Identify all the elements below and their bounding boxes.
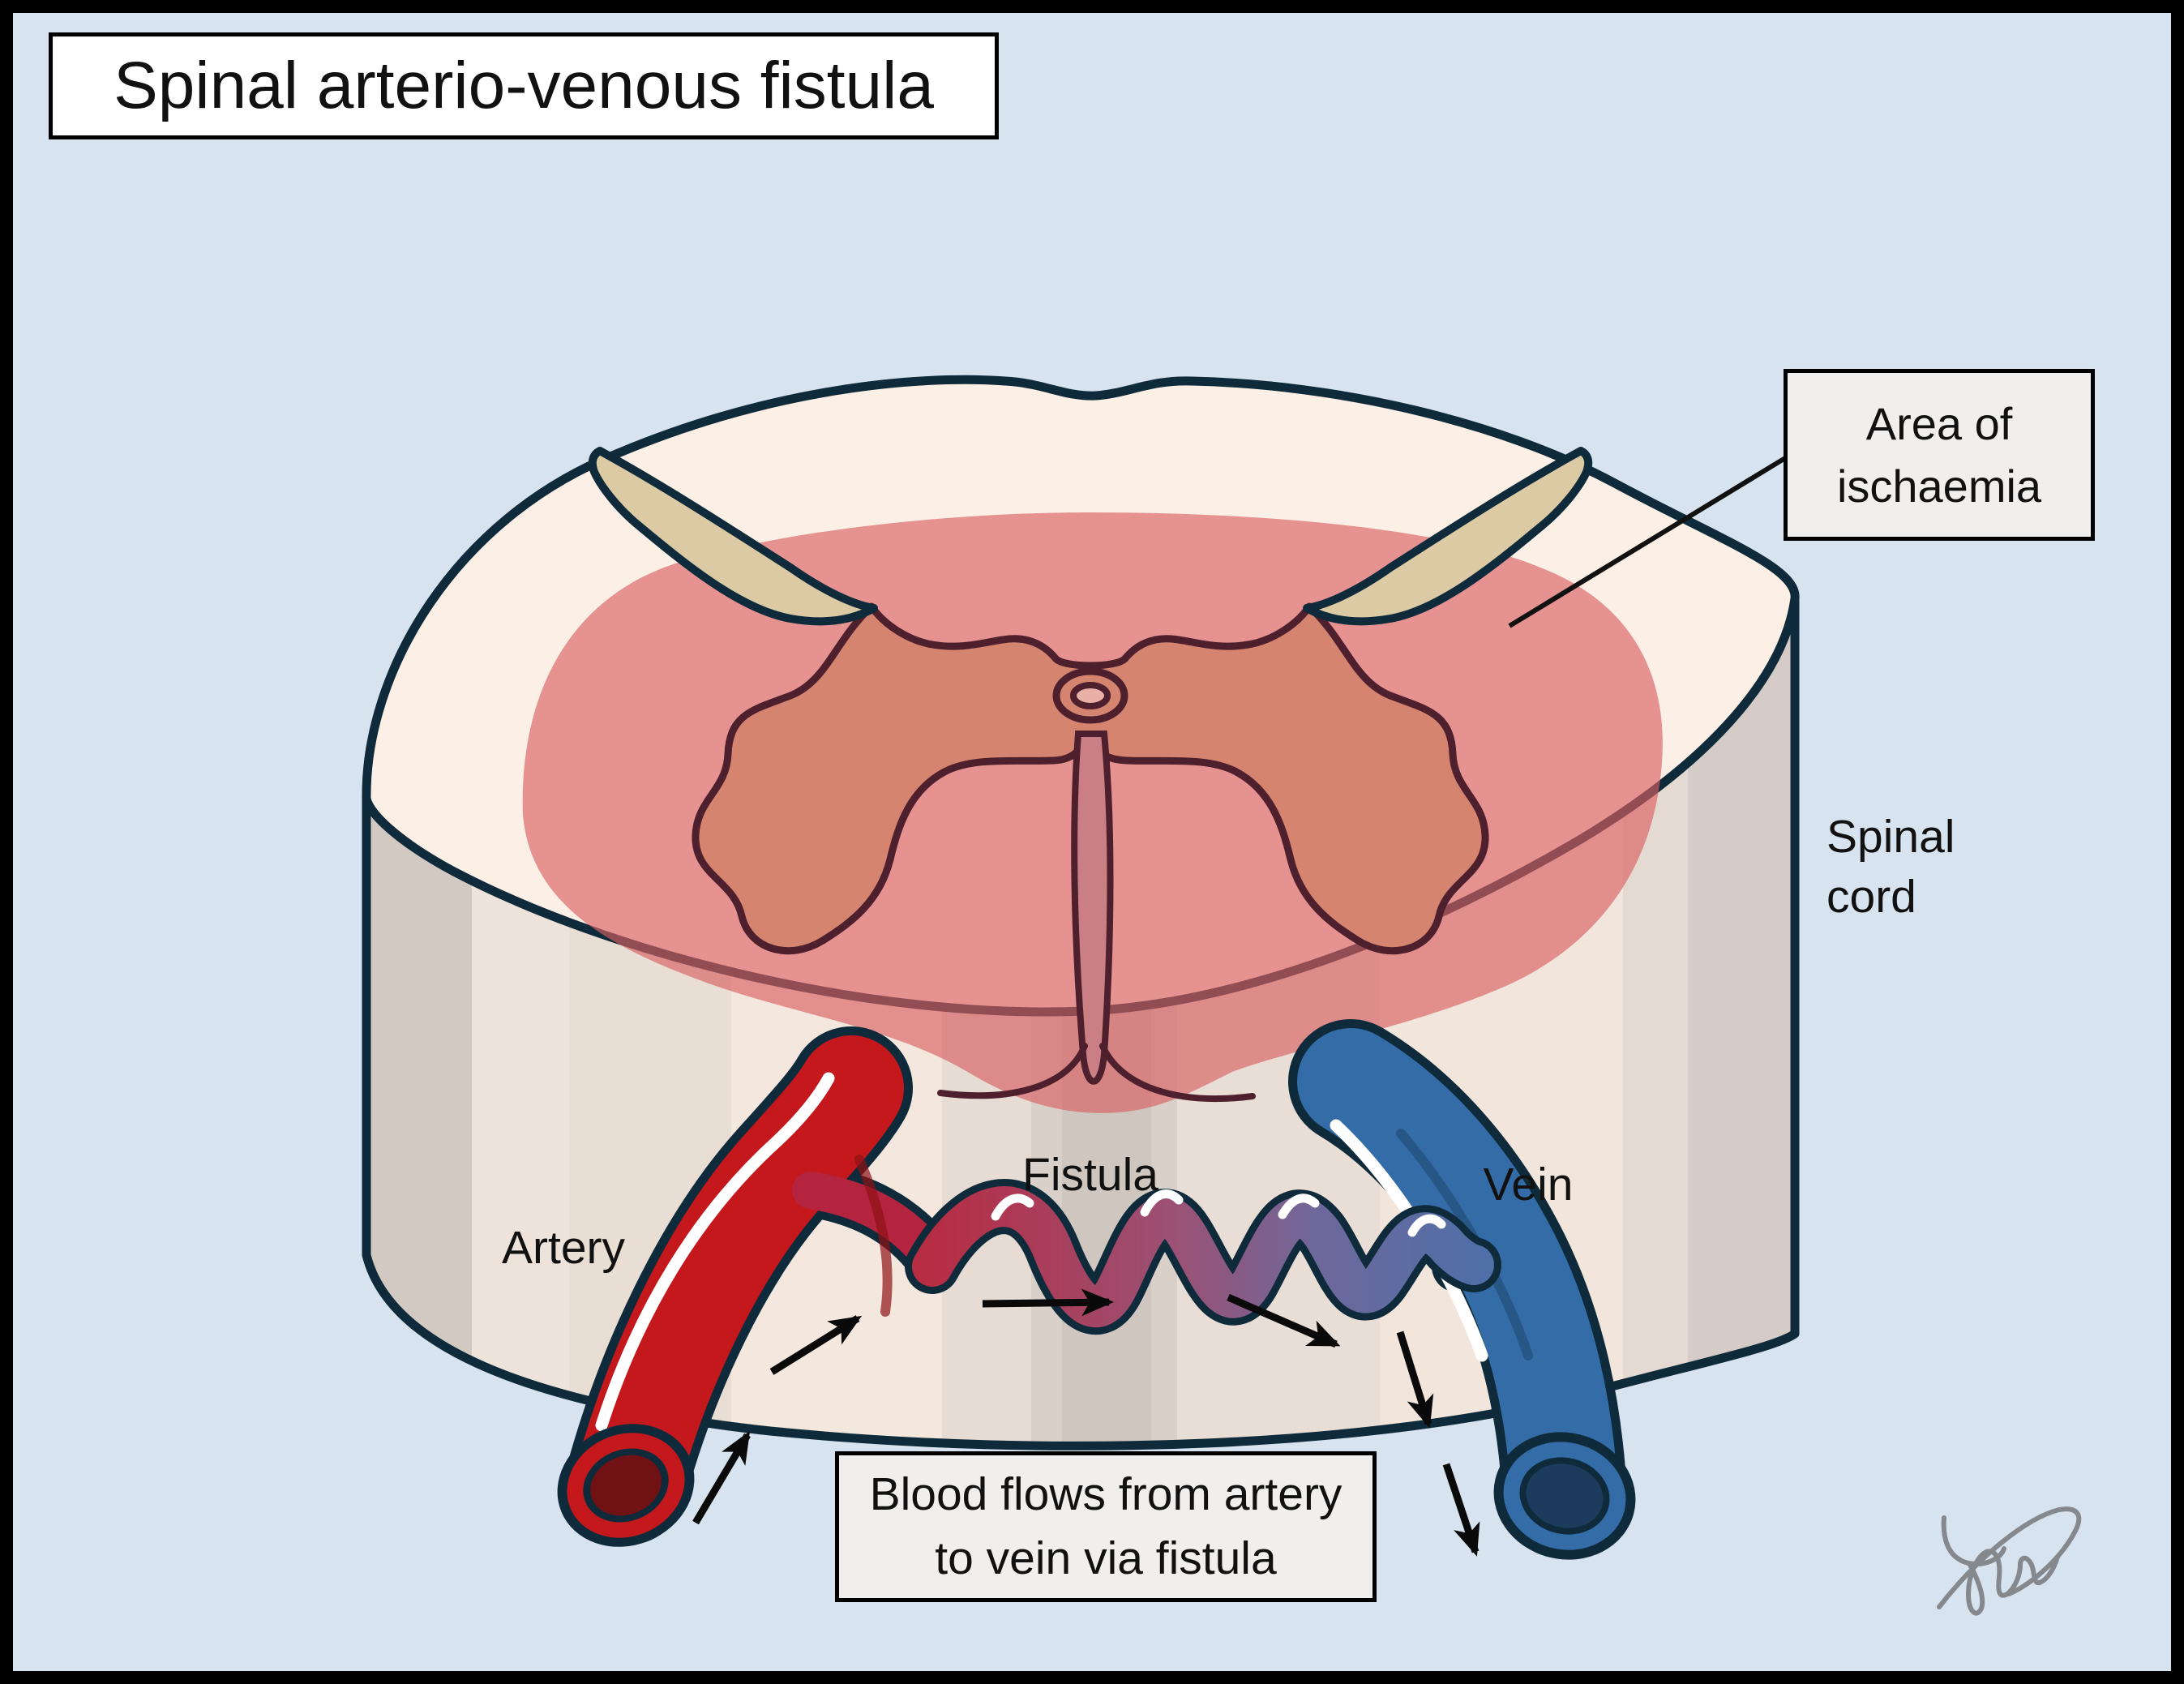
flow-note-line2: to vein via fistula (935, 1532, 1277, 1584)
anterior-median-fissure (937, 731, 1256, 1102)
flow-arrow (1396, 1330, 1434, 1429)
page-title: Spinal arterio-venous fistula (113, 49, 934, 122)
flow-arrow (1227, 1293, 1341, 1348)
dorsal-horn-left (588, 447, 878, 626)
title-box: Spinal arterio-venous fistula (49, 32, 999, 139)
dorsal-horn-right (1303, 447, 1593, 626)
fistula-label: Fistula (1022, 1149, 1158, 1201)
signature (1937, 1506, 2082, 1616)
ischaemia-label-line1: Area of (1865, 397, 2013, 449)
central-canal (1052, 667, 1128, 724)
flow-note-box: Blood flows from artery to vein via fist… (835, 1451, 1377, 1602)
ischaemia-annotation-box: Area of ischaemia (1784, 369, 2095, 541)
leader-line-ischaemia (1508, 456, 1787, 628)
artery-open-end (557, 1424, 695, 1547)
flow-note-line1: Blood flows from artery (869, 1468, 1343, 1521)
vein-open-end (1493, 1432, 1636, 1560)
artery-highlight (595, 1072, 835, 1432)
dorsal-horns (588, 447, 1593, 626)
gray-matter (692, 602, 1489, 955)
ischaemia-label-line2: ischaemia (1836, 461, 2042, 512)
flow-arrow (692, 1430, 751, 1525)
flow-arrows (692, 1288, 1480, 1557)
flow-arrow (769, 1315, 863, 1375)
vein-vessel (1288, 1019, 1636, 1560)
fistula-highlights (991, 1189, 1446, 1237)
vein-label: Vein (1483, 1159, 1574, 1211)
flow-arrow (1442, 1463, 1480, 1557)
flow-arrow (982, 1288, 1114, 1317)
spinal-cord-label: Spinal cord (1826, 811, 1955, 923)
artery-label: Artery (501, 1222, 626, 1274)
